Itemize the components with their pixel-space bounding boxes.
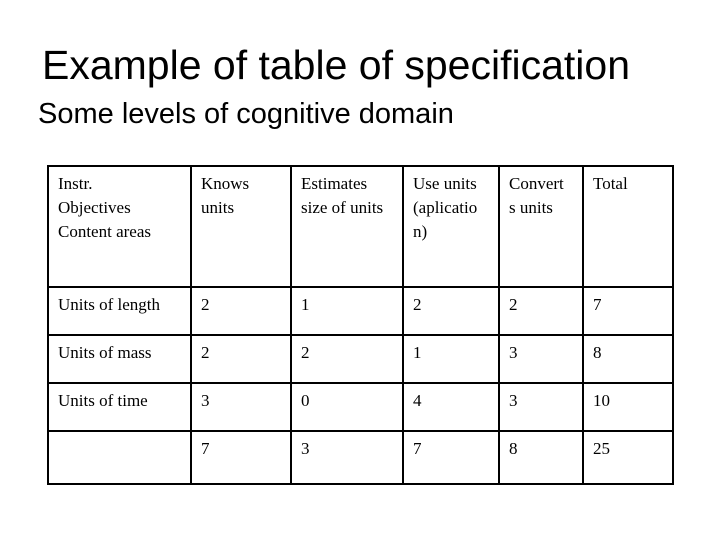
cell-value: 25 xyxy=(582,430,674,485)
specification-table: Instr. Objectives Content areas Knows un… xyxy=(47,165,674,485)
cell-value: 8 xyxy=(582,334,674,384)
column-header-knows-units: Knows units xyxy=(190,165,292,288)
column-header-objectives: Instr. Objectives Content areas xyxy=(47,165,192,288)
slide-title: Example of table of specification xyxy=(42,42,630,88)
table-totals-row: 7 3 7 8 25 xyxy=(47,430,674,485)
row-label: Units of length xyxy=(47,286,192,336)
cell-value: 1 xyxy=(402,334,500,384)
cell-value: 7 xyxy=(190,430,292,485)
cell-value: 3 xyxy=(190,382,292,432)
cell-value: 1 xyxy=(290,286,404,336)
column-header-use-units: Use units (aplicatio n) xyxy=(402,165,500,288)
cell-value: 2 xyxy=(498,286,584,336)
cell-value: 0 xyxy=(290,382,404,432)
cell-value: 10 xyxy=(582,382,674,432)
cell-value: 2 xyxy=(402,286,500,336)
row-label xyxy=(47,430,192,485)
table-row: Units of time 3 0 4 3 10 xyxy=(47,382,674,432)
row-label: Units of time xyxy=(47,382,192,432)
column-header-total: Total xyxy=(582,165,674,288)
cell-value: 8 xyxy=(498,430,584,485)
cell-value: 3 xyxy=(498,382,584,432)
cell-value: 7 xyxy=(402,430,500,485)
cell-value: 3 xyxy=(290,430,404,485)
cell-value: 7 xyxy=(582,286,674,336)
table-header-row: Instr. Objectives Content areas Knows un… xyxy=(47,165,674,288)
cell-value: 2 xyxy=(190,334,292,384)
column-header-estimates: Estimates size of units xyxy=(290,165,404,288)
row-label: Units of mass xyxy=(47,334,192,384)
slide-subtitle: Some levels of cognitive domain xyxy=(38,98,454,130)
cell-value: 3 xyxy=(498,334,584,384)
table-row: Units of length 2 1 2 2 7 xyxy=(47,286,674,336)
cell-value: 4 xyxy=(402,382,500,432)
column-header-converts: Convert s units xyxy=(498,165,584,288)
cell-value: 2 xyxy=(290,334,404,384)
table-row: Units of mass 2 2 1 3 8 xyxy=(47,334,674,384)
cell-value: 2 xyxy=(190,286,292,336)
